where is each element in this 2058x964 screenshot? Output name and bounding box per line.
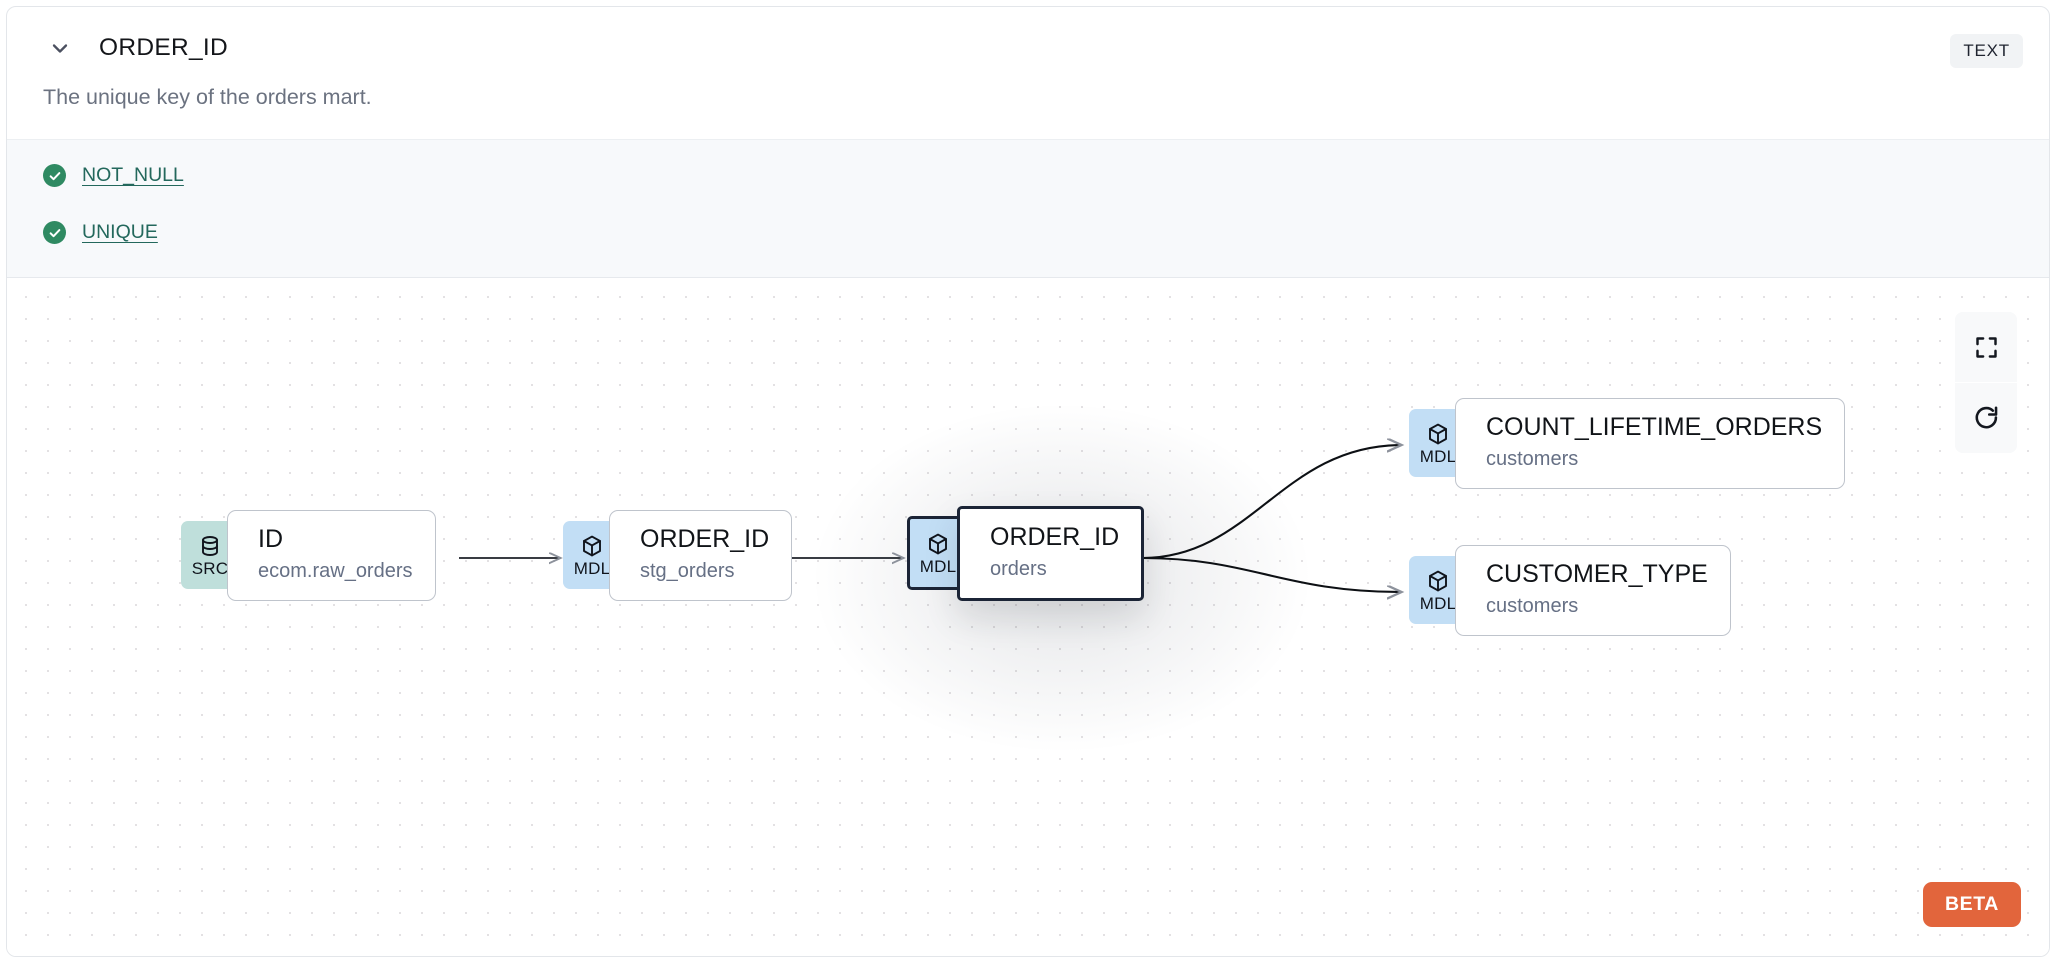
lineage-node-mdl-stg-orders[interactable]: MDL ORDER_ID stg_orders	[563, 510, 793, 601]
cube-icon	[580, 533, 604, 559]
card-header: ORDER_ID The unique key of the orders ma…	[7, 7, 2049, 139]
node-tag-label: SRC	[191, 559, 229, 579]
node-body: ID ecom.raw_orders	[227, 510, 436, 601]
column-title-row: ORDER_ID	[43, 33, 228, 63]
node-model-name: customers	[1486, 447, 1579, 470]
node-body: CUSTOMER_TYPE customers	[1455, 545, 1731, 636]
node-tag-label: MDL	[1419, 447, 1457, 467]
test-link-not-null[interactable]: NOT_NULL	[82, 164, 184, 186]
node-model-name: ecom.raw_orders	[258, 559, 413, 582]
node-model-name: customers	[1486, 594, 1579, 617]
page-title: ORDER_ID	[99, 34, 229, 61]
tests-section: NOT_NULL UNIQUE	[7, 139, 2049, 278]
lineage-graph-canvas[interactable]: SRC ID ecom.raw_orders	[7, 278, 2049, 956]
lineage-edges	[459, 403, 2049, 753]
node-body: COUNT_LIFETIME_ORDERS customers	[1455, 398, 1846, 489]
node-body: ORDER_ID orders	[957, 506, 1145, 601]
column-type-badge: TEXT	[1950, 34, 2023, 68]
database-icon	[198, 533, 222, 559]
node-model-name: orders	[990, 557, 1047, 580]
node-column-name: CUSTOMER_TYPE	[1486, 560, 1708, 588]
node-tag-label: MDL	[573, 559, 611, 579]
node-body: ORDER_ID stg_orders	[609, 510, 793, 601]
column-description: The unique key of the orders mart.	[43, 85, 372, 109]
node-model-name: stg_orders	[640, 559, 735, 582]
cube-icon	[926, 531, 950, 557]
column-detail-card: ORDER_ID The unique key of the orders ma…	[6, 6, 2050, 957]
cube-icon	[1426, 421, 1450, 447]
node-column-name: ORDER_ID	[990, 523, 1120, 551]
graph-controls	[1955, 312, 2017, 453]
check-circle-icon	[43, 221, 66, 244]
lineage-node-mdl-customer-type[interactable]: MDL CUSTOMER_TYPE customers	[1409, 545, 1731, 636]
lineage-node-mdl-count-lifetime-orders[interactable]: MDL COUNT_LIFETIME_ORDERS customers	[1409, 398, 1846, 489]
refresh-icon[interactable]	[1955, 382, 2017, 453]
chevron-down-icon[interactable]	[43, 33, 77, 63]
fullscreen-icon[interactable]	[1955, 312, 2017, 382]
check-circle-icon	[43, 164, 66, 187]
test-row: NOT_NULL	[43, 164, 184, 187]
node-tag-label: MDL	[1419, 594, 1457, 614]
node-column-name: ORDER_ID	[640, 525, 770, 553]
beta-badge[interactable]: BETA	[1922, 881, 2021, 927]
cube-icon	[1426, 568, 1450, 594]
lineage-node-src-id[interactable]: SRC ID ecom.raw_orders	[181, 510, 436, 601]
node-tag-label: MDL	[919, 557, 957, 577]
lineage-node-mdl-orders-selected[interactable]: MDL ORDER_ID orders	[907, 506, 1145, 601]
node-column-name: COUNT_LIFETIME_ORDERS	[1486, 413, 1823, 441]
test-row: UNIQUE	[43, 221, 158, 244]
node-column-name: ID	[258, 525, 283, 553]
test-link-unique[interactable]: UNIQUE	[82, 221, 158, 243]
